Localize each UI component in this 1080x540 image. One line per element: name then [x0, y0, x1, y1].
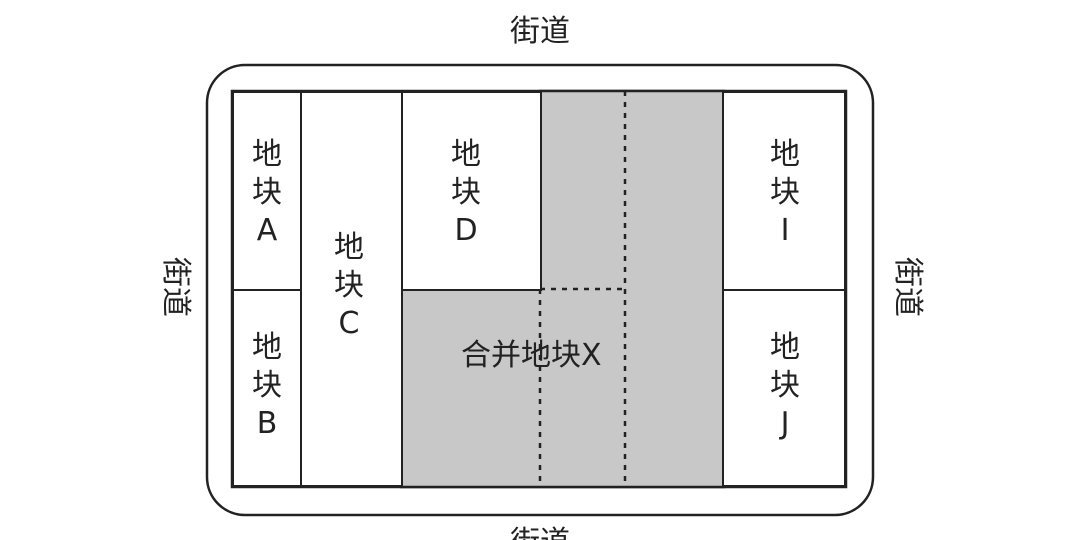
parcel-d-label: 地 块 D — [451, 136, 481, 250]
merged-parcel-x-label: 合并地块X — [461, 338, 602, 373]
parcel-c-label-line3: C — [338, 306, 360, 341]
parcel-d — [401, 91, 542, 291]
parcel-a-label: 地 块 A — [252, 136, 282, 250]
parcel-j — [722, 289, 846, 487]
parcel-j-label-line3: J — [780, 406, 790, 441]
parcel-d-label-line2: 块 — [451, 175, 481, 210]
parcel-j-label-line1: 地 — [770, 330, 800, 365]
parcel-j-label: 地 块 J — [770, 329, 800, 443]
parcel-b-label-line3: B — [256, 406, 278, 441]
parcel-a-label-line1: 地 — [252, 137, 282, 172]
parcel-d-label-line3: D — [454, 213, 478, 248]
street-label-left: 街道 — [158, 257, 193, 317]
parcel-c-label: 地 块 C — [334, 229, 364, 343]
parcel-i-label: 地 块 I — [770, 136, 800, 250]
parcel-a-label-line2: 块 — [252, 175, 282, 210]
parcel-b-label-line2: 块 — [252, 368, 282, 403]
parcel-i-label-line2: 块 — [770, 175, 800, 210]
parcel-c-label-line1: 地 — [334, 230, 364, 265]
parcel-a-label-line3: A — [256, 213, 278, 248]
parcel-d-label-line1: 地 — [451, 137, 481, 172]
parcel-i-label-line3: I — [780, 213, 790, 248]
parcel-a — [232, 91, 302, 291]
street-label-bottom: 街道 — [510, 528, 570, 540]
parcel-j-label-line2: 块 — [770, 368, 800, 403]
parcel-b-label: 地 块 B — [252, 329, 282, 443]
parcel-b-label-line1: 地 — [252, 330, 282, 365]
street-label-right: 街道 — [890, 257, 925, 317]
parcel-c-label-line2: 块 — [334, 268, 364, 303]
parcel-i-label-line1: 地 — [770, 137, 800, 172]
street-label-top: 街道 — [510, 14, 570, 49]
